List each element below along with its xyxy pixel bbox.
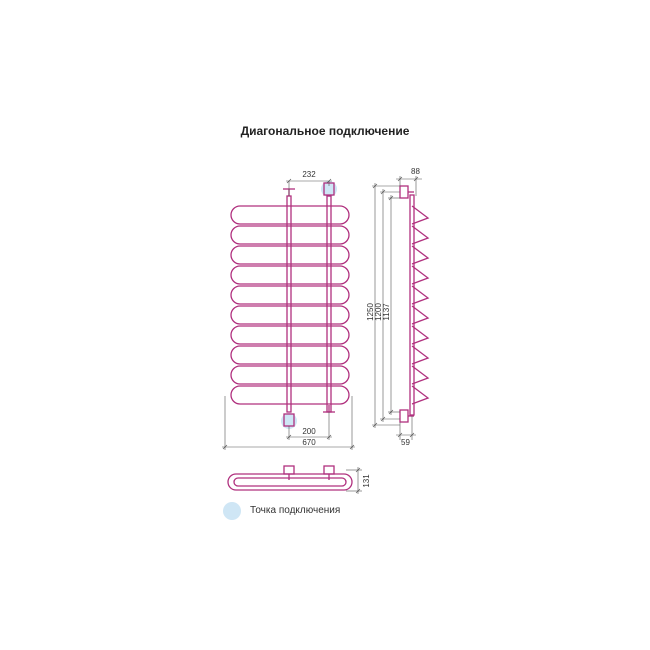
- dim-side-bottom-label: 59: [401, 438, 410, 447]
- top-view: 131: [227, 465, 371, 494]
- dim-bottom-inner: 200: [286, 412, 332, 440]
- dim-side-width-label: 88: [411, 167, 420, 176]
- dim-bottom-inner-label: 200: [302, 427, 316, 436]
- connection-point-top: [321, 181, 337, 197]
- dim-side-bottom: 59: [396, 416, 416, 447]
- diagram-title: Диагональное подключение: [240, 124, 410, 138]
- dim-height-axis-label: 1137: [382, 303, 391, 321]
- legend-label: Точка подключения: [250, 505, 341, 516]
- side-coils: [411, 205, 430, 405]
- dim-heights: 1250 1200 1137: [366, 183, 400, 428]
- dim-bottom-outer: 670: [222, 396, 355, 450]
- dim-height-mid-label: 1200: [374, 303, 383, 321]
- dim-top-width: 232: [286, 170, 332, 196]
- side-view: 88 59 1250: [366, 167, 430, 447]
- dim-top-width-label: 232: [302, 170, 316, 179]
- dim-bottom-outer-label: 670: [302, 438, 316, 447]
- dim-depth: 131: [346, 467, 371, 494]
- dim-height-total-label: 1250: [366, 303, 375, 321]
- connection-point-bottom: [281, 413, 297, 429]
- legend-connection-marker: [223, 502, 241, 520]
- dim-depth-label: 131: [362, 474, 371, 488]
- coil-loops: [230, 205, 350, 405]
- front-view: 232 200 670: [222, 170, 355, 450]
- dim-side-width: 88: [396, 167, 422, 196]
